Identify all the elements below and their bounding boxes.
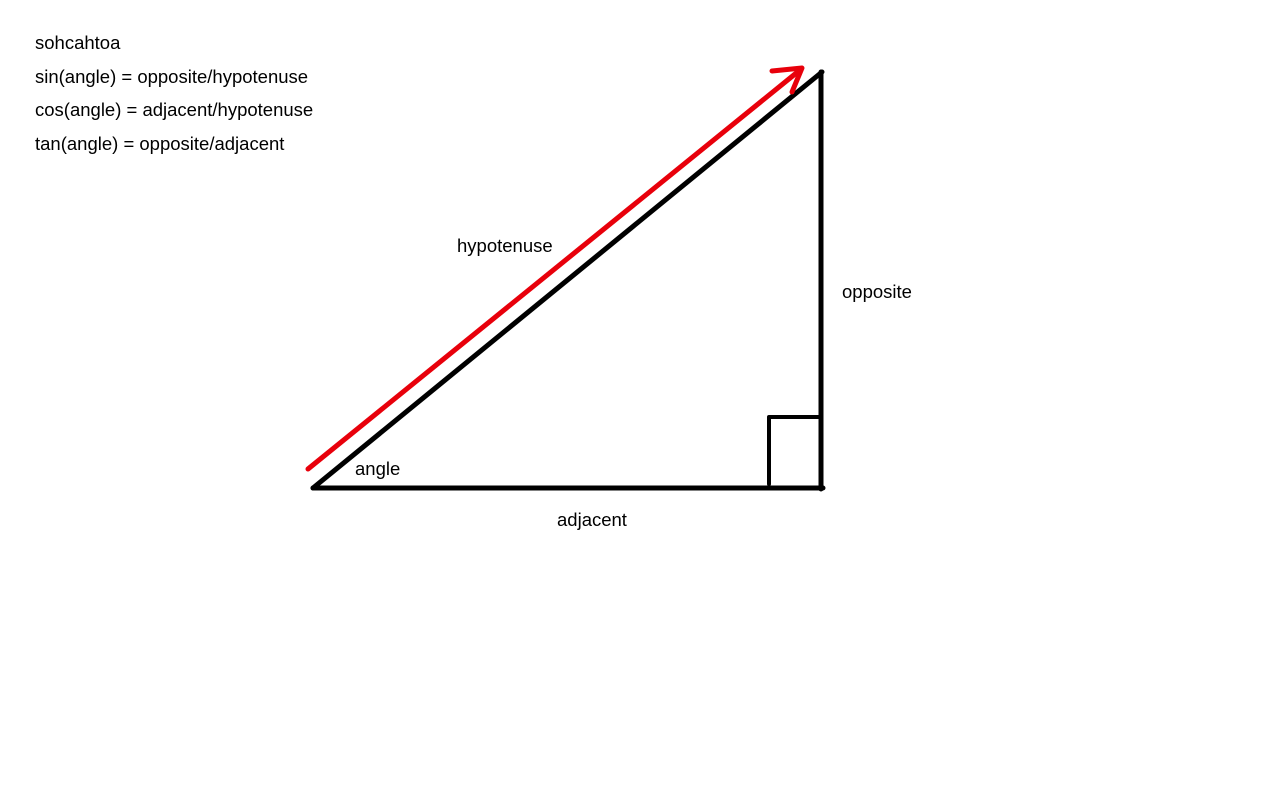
opposite-label: opposite — [842, 281, 912, 302]
hypotenuse-label: hypotenuse — [457, 235, 553, 256]
right-angle-marker — [767, 415, 823, 486]
hypotenuse-side — [310, 69, 825, 491]
sohcahtoa-notes: sohcahtoa sin(angle) = opposite/hypotenu… — [35, 26, 313, 160]
sin-formula: sin(angle) = opposite/hypotenuse — [35, 65, 309, 87]
notes-title: sohcahtoa — [35, 32, 121, 53]
angle-label: angle — [355, 458, 401, 479]
hypotenuse-arrow-head — [769, 65, 805, 95]
cos-formula: cos(angle) = adjacent/hypotenuse — [35, 99, 314, 120]
adjacent-label: adjacent — [557, 509, 627, 530]
tan-formula: tan(angle) = opposite/adjacent — [35, 132, 285, 154]
hypotenuse-arrow-shaft — [305, 67, 803, 472]
